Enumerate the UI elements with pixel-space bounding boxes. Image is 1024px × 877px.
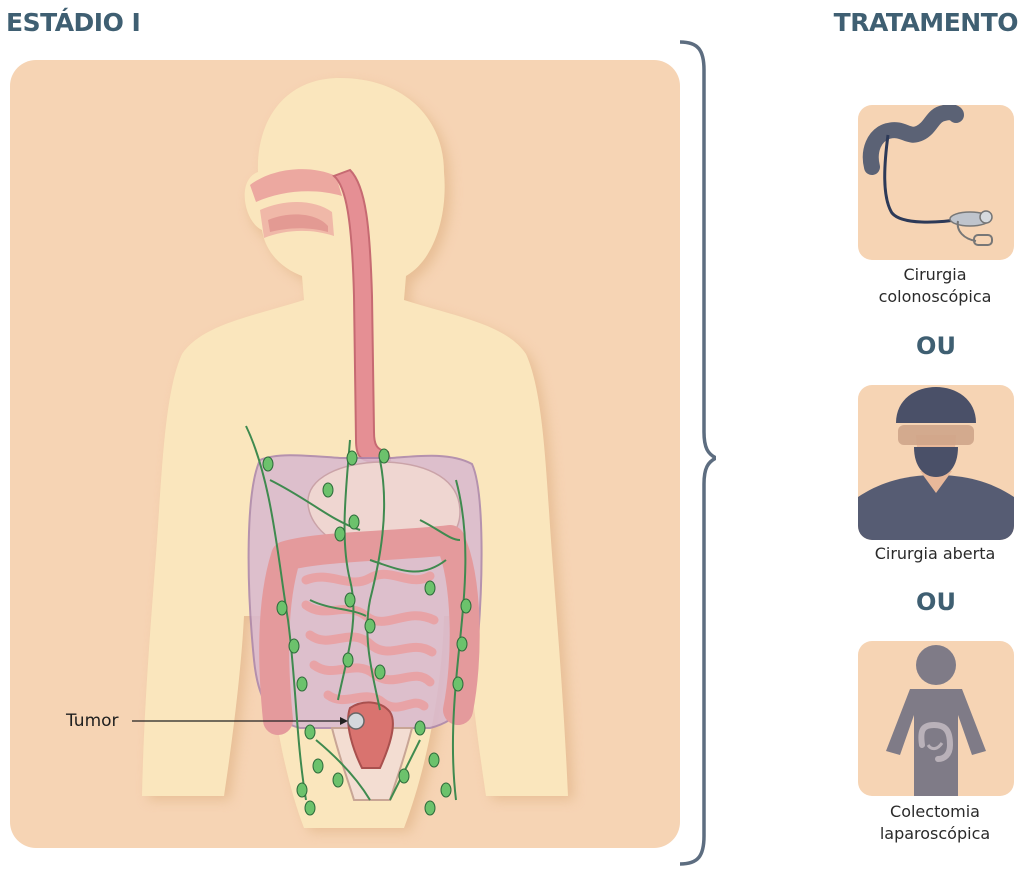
surgeon-icon xyxy=(858,387,1014,540)
large-intestine xyxy=(259,525,480,735)
brace-divider xyxy=(679,40,716,866)
option-label-line: Cirurgia xyxy=(903,265,967,284)
option-label-open-surgery: Cirurgia aberta xyxy=(840,543,1024,565)
tumor xyxy=(347,712,365,730)
anatomy-illustration xyxy=(132,78,574,832)
colonoscope-icon xyxy=(862,105,993,246)
option-card-laparoscopic xyxy=(858,641,1014,796)
treatment-title: TRATAMENTO xyxy=(833,8,1019,37)
option-label-colonoscopic: Cirurgia colonoscópica xyxy=(840,264,1024,308)
stage-title: ESTÁDIO I xyxy=(6,8,141,37)
option-card-colonoscopic xyxy=(858,105,1014,260)
or-separator: OU xyxy=(916,588,956,616)
option-label-line: laparoscópica xyxy=(879,824,991,843)
tumor-label: Tumor xyxy=(66,711,119,731)
option-label-laparoscopic: Colectomia laparoscópica xyxy=(840,801,1024,845)
small-intestine xyxy=(301,569,439,712)
nasal-cavity xyxy=(250,169,342,202)
or-separator: OU xyxy=(916,332,956,360)
option-label-line: colonoscópica xyxy=(878,287,992,306)
anatomy-illustration-panel xyxy=(10,60,680,848)
option-card-open-surgery xyxy=(858,385,1014,540)
tumor-pointer-arrowhead xyxy=(340,717,348,725)
laparoscopic-colectomy-icon xyxy=(886,645,986,796)
lymph-nodes xyxy=(262,448,472,816)
option-label-line: Cirurgia aberta xyxy=(874,544,996,563)
option-label-line: Colectomia xyxy=(890,802,980,821)
tongue xyxy=(268,214,328,232)
